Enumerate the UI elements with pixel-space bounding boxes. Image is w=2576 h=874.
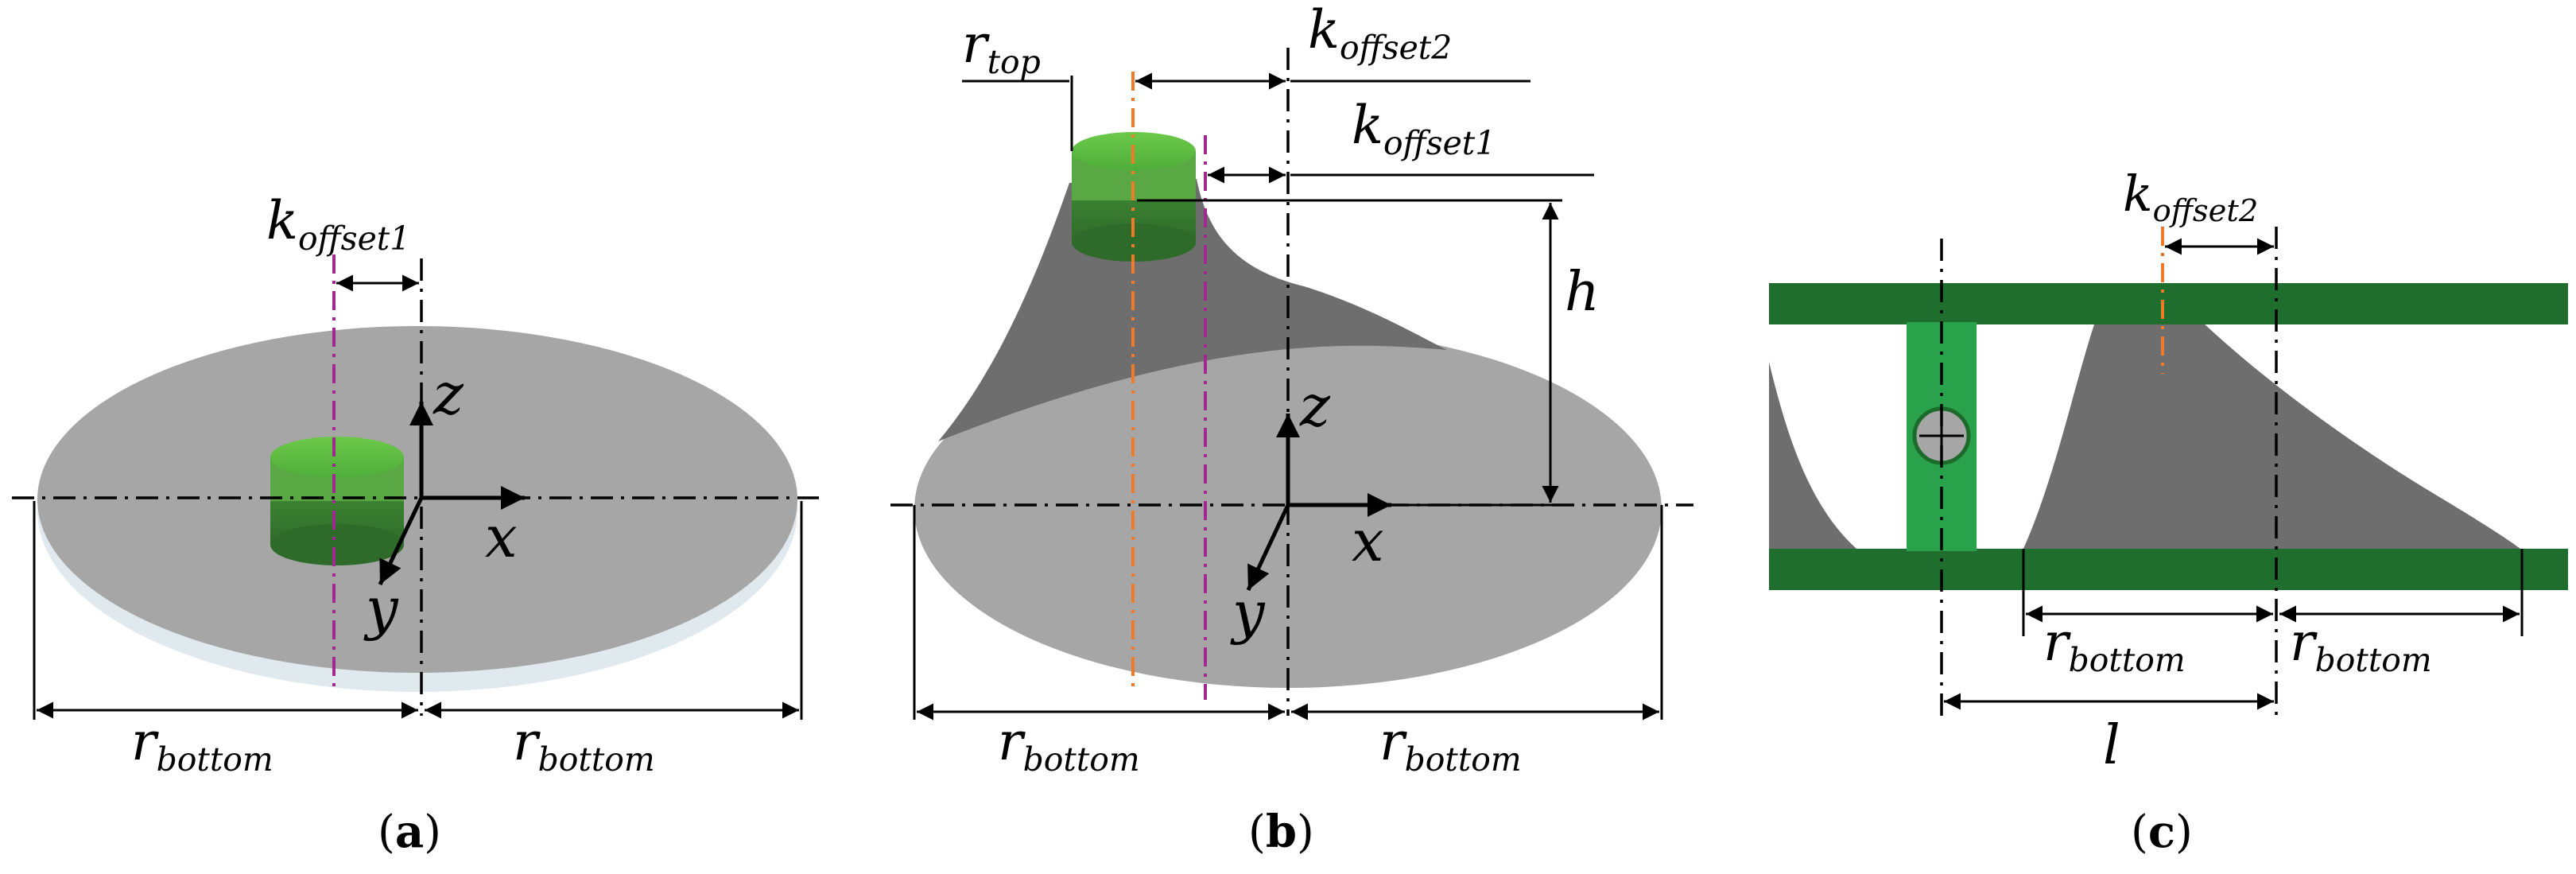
label-z: z: [1299, 372, 1331, 439]
label-k-offset1: koffset1: [266, 190, 410, 258]
y-axis: [1246, 503, 1290, 592]
label-k-offset1: koffset1: [1352, 95, 1496, 162]
bottom-bar: [1769, 549, 2568, 590]
label-rbottom-left: rbottom: [2043, 612, 2186, 679]
membrane-left: [1769, 362, 1856, 549]
label-k-offset2: koffset2: [2123, 165, 2258, 229]
label-rbottom-right: rbottom: [1379, 711, 1522, 779]
green-cylinder: [270, 437, 404, 565]
label-z: z: [433, 360, 464, 427]
label-x: x: [485, 503, 518, 570]
caption-c: (c): [2131, 806, 2193, 858]
membrane-surface: [938, 179, 1447, 441]
panel-a: koffset1 z x y rbottom rbottom (a): [12, 190, 819, 858]
label-x: x: [1352, 507, 1384, 574]
label-h: h: [1565, 261, 1600, 324]
label-y: y: [1230, 579, 1266, 646]
caption-a: (a): [378, 806, 441, 858]
label-rbottom-left: rbottom: [998, 711, 1140, 779]
label-rbottom-left: rbottom: [131, 711, 274, 779]
membrane-right: [2023, 322, 2520, 549]
label-rbottom-right: rbottom: [513, 711, 655, 779]
panel-b: rtop koffset2 koffset1 h z x y rbottom r…: [890, 0, 1693, 858]
label-l: l: [2103, 714, 2120, 777]
caption-b: (b): [1248, 806, 1314, 858]
top-bar: [1769, 283, 2568, 324]
bottom-disc-top: [37, 326, 797, 673]
label-k-offset2: koffset2: [1308, 0, 1452, 67]
label-rbottom-right: rbottom: [2290, 612, 2432, 679]
label-y: y: [363, 575, 399, 642]
y-axis: [378, 496, 424, 586]
label-r-top: rtop: [962, 14, 1041, 81]
panel-c: koffset2 rbottom rbottom l (c): [1769, 165, 2568, 858]
